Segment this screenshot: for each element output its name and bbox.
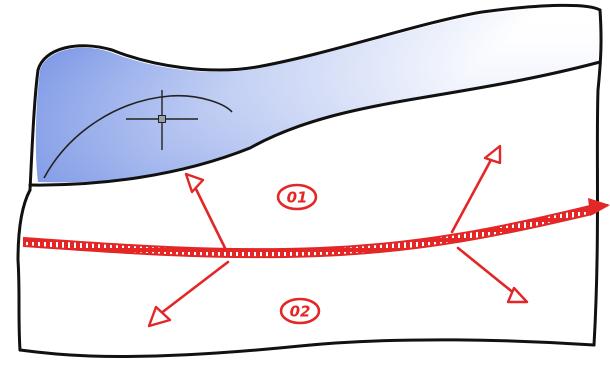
right-arrow-down — [458, 248, 527, 302]
region-1-badge: 01 — [278, 185, 316, 209]
red-hatched-band — [24, 198, 610, 257]
shaded-surface-shadow — [36, 8, 600, 182]
left-boundary — [18, 190, 30, 350]
left-arrow-down — [149, 262, 228, 326]
region-2-badge: 02 — [281, 299, 319, 323]
region-2-label: 02 — [290, 303, 311, 321]
region-1-label: 01 — [287, 189, 308, 207]
bottom-boundary — [20, 340, 594, 357]
left-arrow-up — [186, 174, 225, 248]
right-arrow-up — [452, 146, 500, 232]
band-arrowhead — [588, 198, 610, 216]
